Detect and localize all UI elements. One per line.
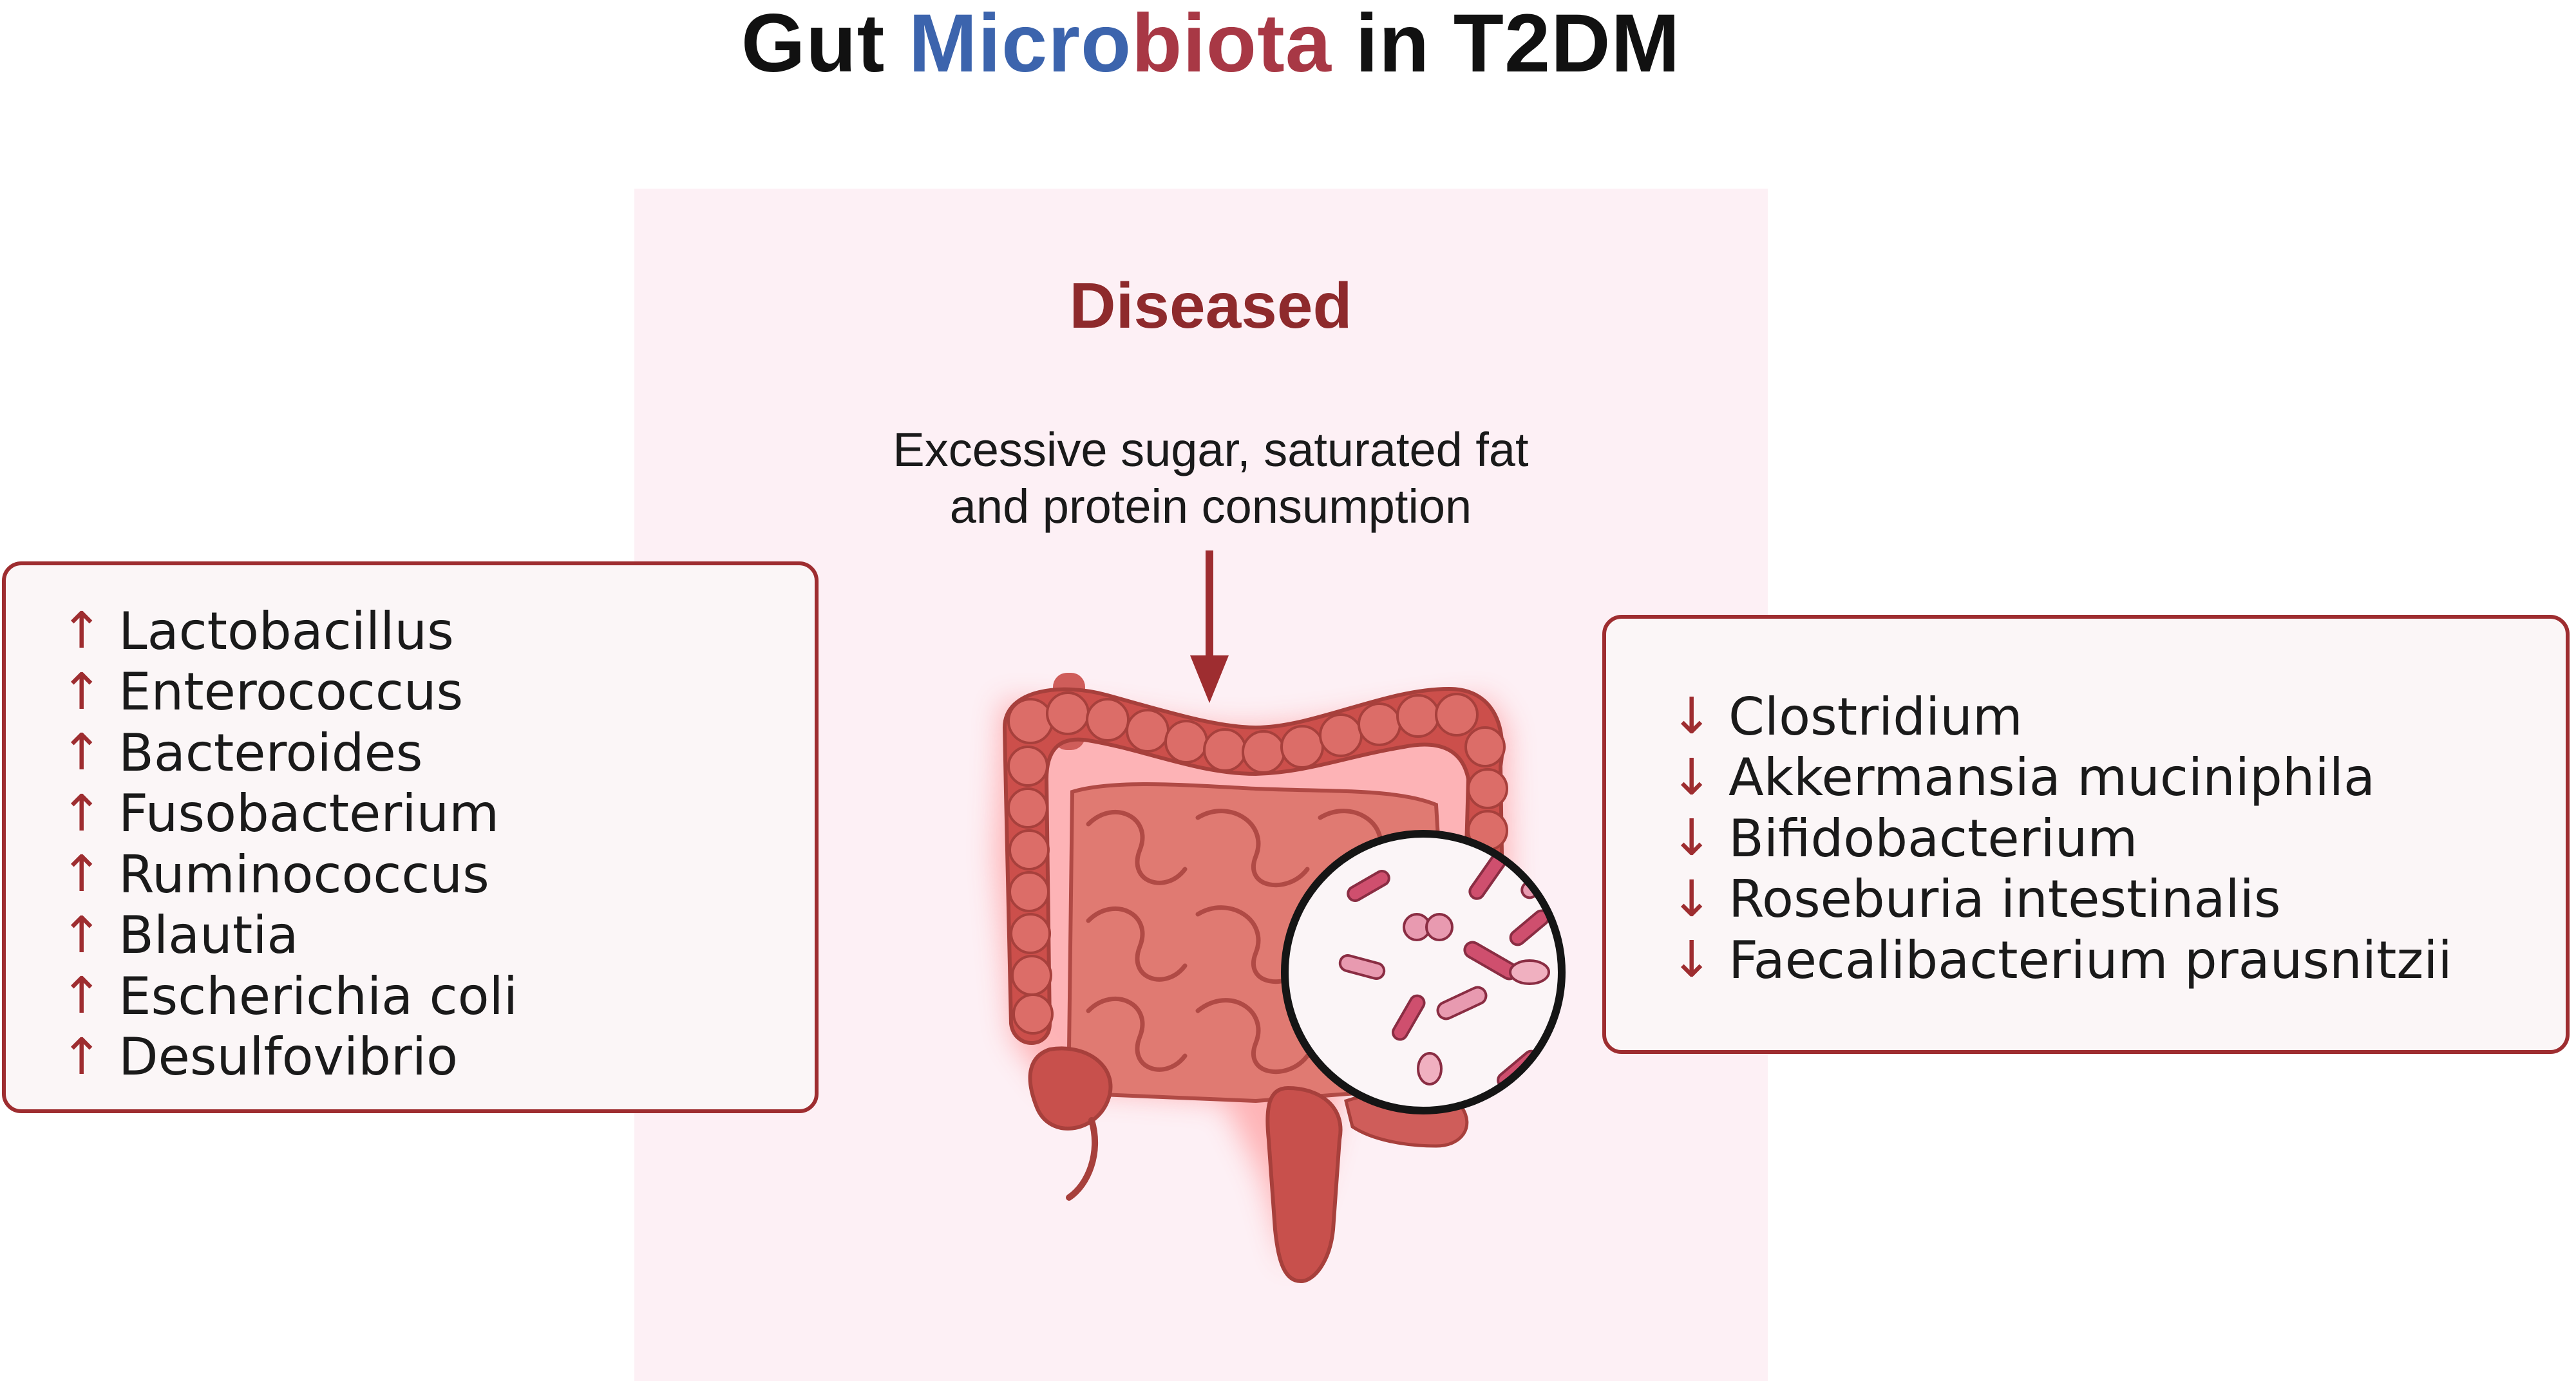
- decreased-item: ↓ Clostridium: [1671, 686, 2566, 747]
- decreased-taxon-name: Bifidobacterium: [1728, 808, 2138, 869]
- down-arrow-icon: ↓: [1671, 688, 1713, 746]
- increased-item: ↑ Lactobacillus: [61, 601, 815, 662]
- down-arrow-icon: [1190, 550, 1229, 703]
- down-arrow-icon: ↓: [1671, 748, 1713, 807]
- increased-taxon-name: Escherichia coli: [118, 966, 518, 1026]
- up-arrow-icon: ↑: [61, 602, 103, 661]
- up-arrow-icon: ↑: [61, 724, 103, 782]
- increased-taxon-name: Bacteroides: [118, 722, 423, 783]
- magnified-bacteria-icon: [1281, 830, 1566, 1114]
- increased-taxon-name: Lactobacillus: [118, 601, 454, 661]
- down-arrow-icon: ↓: [1671, 931, 1713, 990]
- increased-item: ↑ Fusobacterium: [61, 784, 815, 845]
- decreased-taxon-name: Faecalibacterium prausnitzii: [1728, 930, 2452, 990]
- title-part-biota: biota: [1132, 0, 1332, 89]
- up-arrow-icon: ↑: [61, 845, 103, 904]
- decreased-taxon-name: Clostridium: [1728, 686, 2023, 747]
- up-arrow-icon: ↑: [61, 784, 103, 843]
- decreased-taxa-list: ↓ Clostridium ↓ Akkermansia muciniphila ↓ Bif…: [1671, 686, 2566, 991]
- increased-taxon-name: Enterococcus: [118, 662, 464, 722]
- increased-item: ↑ Bacteroides: [61, 722, 815, 784]
- increased-item: ↑ Desulfovibrio: [61, 1027, 815, 1088]
- gut-illustration: [995, 550, 1566, 1284]
- up-arrow-icon: ↑: [61, 1028, 103, 1086]
- increased-taxa-box: ↑Lactobacillus↑Enterococcus↑Bacteroides↑…: [2, 561, 819, 1113]
- up-arrow-icon: ↑: [61, 906, 103, 964]
- increased-taxon-name: Desulfovibrio: [118, 1027, 458, 1087]
- diseased-label: Diseased: [1069, 270, 1352, 342]
- increased-taxon-name: Ruminococcus: [118, 844, 489, 905]
- down-arrow-icon: ↓: [1671, 870, 1713, 928]
- title-part-t2dm: in T2DM: [1331, 0, 1681, 89]
- increased-taxon-name: Fusobacterium: [118, 784, 500, 844]
- page-title: Gut Microbiota in T2DM: [0, 0, 2421, 90]
- cause-line-2: and protein consumption: [949, 480, 1472, 533]
- title-part-gut: Gut: [741, 0, 909, 89]
- up-arrow-icon: ↑: [61, 662, 103, 721]
- decreased-item: ↓ Faecalibacterium prausnitzii: [1671, 930, 2566, 991]
- decreased-taxa-box: ↓ Clostridium ↓ Akkermansia muciniphila ↓ Bif…: [1602, 615, 2570, 1054]
- decreased-item: ↓ Roseburia intestinalis: [1671, 869, 2566, 930]
- decreased-taxon-name: Akkermansia muciniphila: [1728, 747, 2375, 808]
- down-arrow-icon: ↓: [1671, 809, 1713, 868]
- increased-taxon-name: Blautia: [118, 905, 299, 966]
- decreased-item: ↓ Akkermansia muciniphila: [1671, 747, 2566, 809]
- increased-item: ↑ Blautia: [61, 905, 815, 966]
- increased-item: ↑ Escherichia coli: [61, 966, 815, 1027]
- increased-item: ↑ Enterococcus: [61, 662, 815, 723]
- decreased-item: ↓ Bifidobacterium: [1671, 808, 2566, 869]
- cause-text: Excessive sugar, saturated fat and prote…: [824, 422, 1597, 535]
- title-part-micro: Micro: [908, 0, 1132, 89]
- increased-item: ↑ Ruminococcus: [61, 844, 815, 905]
- increased-taxa-list: ↑Lactobacillus↑Enterococcus↑Bacteroides↑…: [61, 601, 815, 1087]
- cause-line-1: Excessive sugar, saturated fat: [893, 423, 1529, 476]
- decreased-taxon-name: Roseburia intestinalis: [1728, 869, 2281, 930]
- up-arrow-icon: ↑: [61, 967, 103, 1026]
